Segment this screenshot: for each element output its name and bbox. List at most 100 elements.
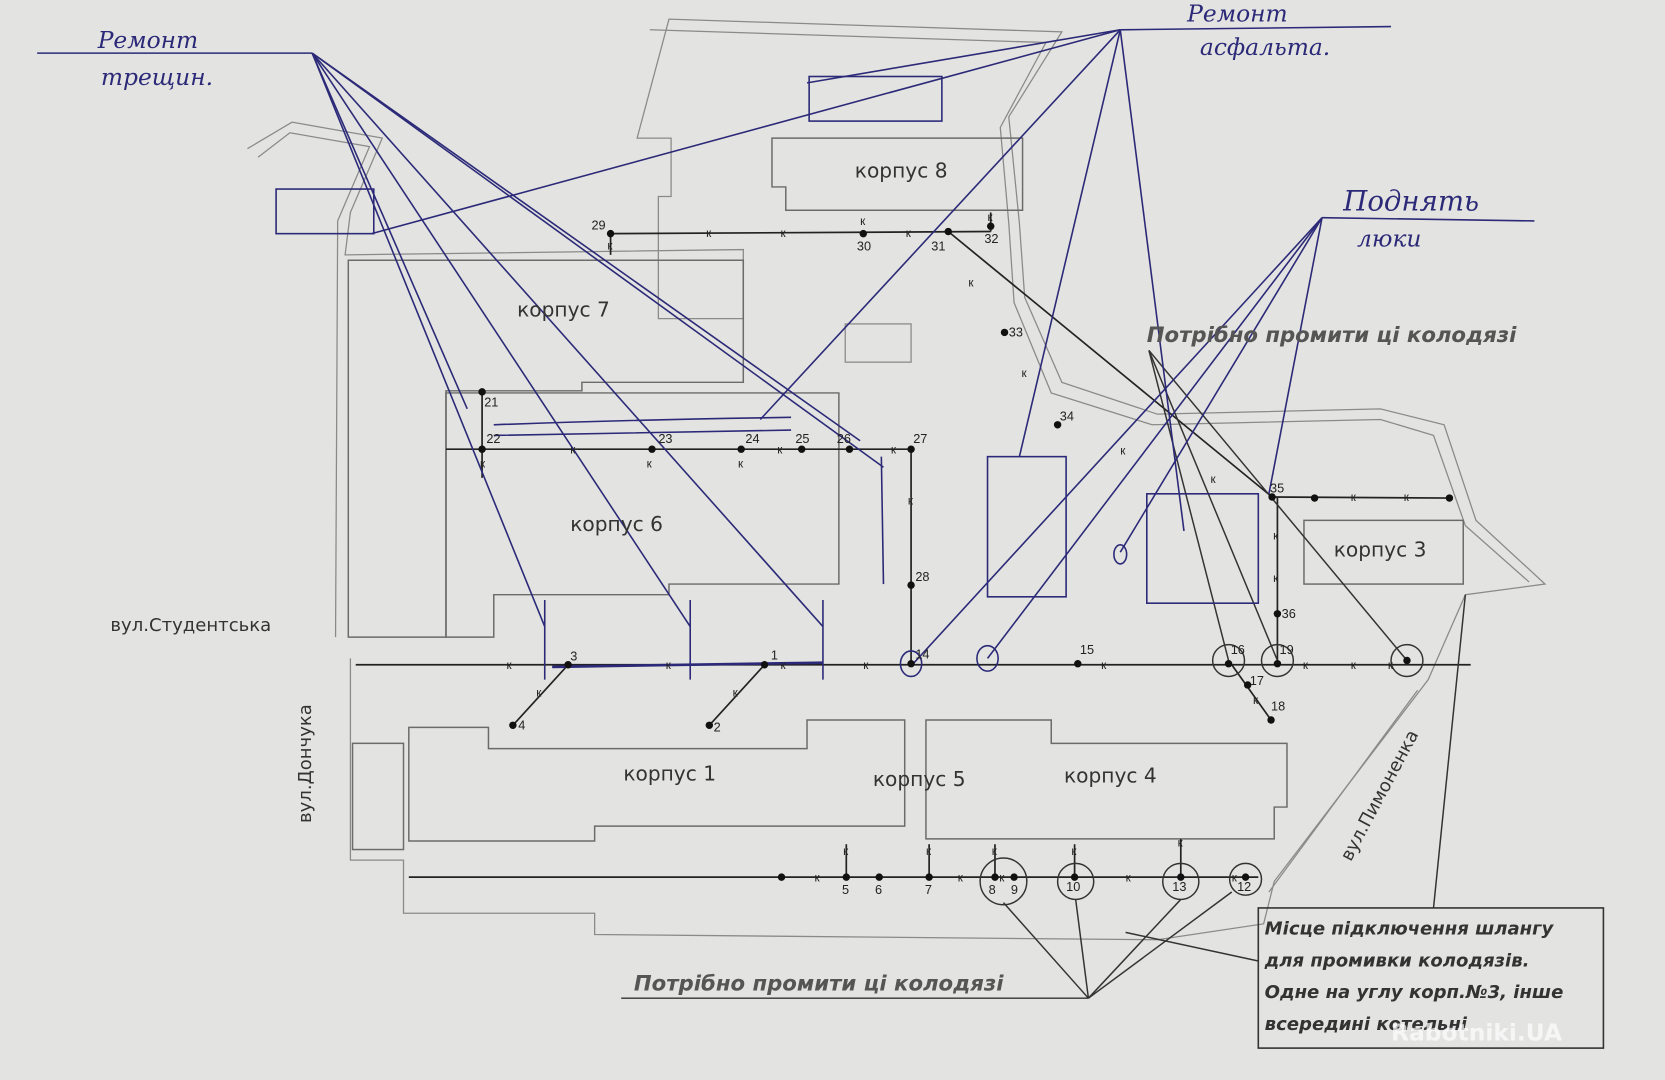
valve-mark: к [570, 443, 576, 456]
well-number: 32 [984, 231, 998, 246]
valve-mark: к [1351, 659, 1357, 672]
valve-mark: к [536, 687, 542, 700]
handwritten-note: трещин. [101, 63, 213, 91]
buildings [347, 137, 1464, 851]
building-label: корпус 3 [1334, 537, 1427, 561]
handwritten-note: Поднять [1342, 184, 1479, 217]
valve-mark: к [1126, 871, 1132, 884]
well-number: 29 [591, 217, 605, 232]
well-node [842, 873, 851, 881]
valve-mark: к [992, 845, 998, 858]
well-number: 14 [915, 646, 929, 661]
street-label: вул.Дончука [295, 704, 316, 823]
well-node [1403, 656, 1411, 665]
valve-mark: к [607, 240, 613, 253]
valve-mark: к [1303, 659, 1309, 672]
well-number: 17 [1250, 673, 1264, 688]
well-node [1267, 716, 1275, 724]
wash-note-bottom: Потрібно промити ці колодязі [634, 972, 1004, 997]
valve-mark: к [1232, 871, 1238, 884]
hose-note-line: Одне на углу корп.№3, інше [1265, 982, 1564, 1003]
valve-mark: к [706, 227, 712, 240]
well-node [859, 229, 868, 238]
valve-mark: к [780, 227, 786, 240]
well-number: 12 [1237, 879, 1251, 894]
well-number: 27 [913, 431, 927, 446]
well-number: 21 [484, 395, 498, 410]
well-number: 15 [1080, 642, 1094, 657]
valve-mark: к [860, 215, 866, 228]
well-node [925, 873, 933, 881]
valve-mark: к [738, 457, 744, 470]
well-number: 24 [745, 431, 759, 446]
well-number: 16 [1231, 642, 1245, 657]
well-number: 23 [658, 431, 672, 446]
building-4 [925, 719, 1288, 840]
well-node [564, 661, 572, 669]
well-number: 19 [1280, 642, 1294, 657]
well-node [907, 445, 915, 453]
well-node [875, 873, 883, 881]
building-label: корпус 8 [855, 158, 948, 182]
valve-mark: к [507, 659, 513, 672]
well-node [944, 227, 952, 236]
well-number: 35 [1270, 481, 1284, 496]
well-number: 5 [842, 882, 849, 897]
well-node [1273, 610, 1282, 618]
valve-mark: к [906, 227, 912, 240]
valve-mark: к [999, 871, 1005, 884]
valve-mark: к [988, 211, 994, 224]
well-number: 36 [1282, 606, 1296, 621]
valve-mark: к [1273, 529, 1279, 542]
hose-note-line: Місце підключення шлангу [1265, 918, 1555, 939]
handwritten-note: люки [1357, 224, 1421, 252]
well-node [1445, 494, 1454, 502]
valve-mark: к [843, 845, 849, 858]
well-node [1053, 421, 1062, 429]
well-number: 25 [795, 431, 809, 446]
well-number: 9 [1011, 882, 1018, 897]
well-number: 33 [1009, 325, 1023, 340]
building-label: корпус 6 [570, 512, 663, 536]
valve-mark: к [1178, 836, 1184, 849]
valve-mark: к [1211, 473, 1217, 486]
well-node [606, 229, 615, 238]
well-node [1268, 493, 1276, 501]
hose-note-line: всередині котельні [1265, 1014, 1468, 1035]
well-number: 26 [837, 431, 851, 446]
valve-mark: к [1273, 572, 1279, 585]
building-7 [347, 259, 745, 638]
hose-note-line: для промивки колодязів. [1264, 950, 1530, 971]
valve-mark: к [1253, 694, 1259, 707]
well-number: 31 [931, 239, 945, 254]
well-node [1010, 873, 1018, 881]
well-node [509, 721, 517, 730]
handwritten-note: асфальта. [1200, 33, 1330, 61]
well-number: 8 [989, 882, 996, 897]
well-number: 7 [925, 882, 932, 897]
building-label: корпус 1 [623, 762, 716, 786]
valve-mark: к [1022, 367, 1028, 380]
well-number: 4 [518, 718, 525, 733]
well-number: 18 [1271, 698, 1285, 713]
pen-markings [37, 25, 1535, 680]
valve-mark: к [1071, 845, 1077, 858]
well-number: 1 [771, 647, 778, 662]
valve-mark: к [891, 443, 897, 456]
well-node [1243, 681, 1252, 689]
watermark: Rabotniki.UA [1391, 1019, 1562, 1047]
valve-mark: к [1388, 659, 1394, 672]
building-1 [408, 719, 906, 842]
street-label: вул.Пимоненка [1337, 727, 1424, 865]
well-node [1241, 873, 1250, 881]
handwritten-note: Ремонт [1186, 0, 1288, 27]
valve-mark: к [780, 659, 786, 672]
handwritten-note: Ремонт [97, 26, 199, 54]
well-node [1074, 659, 1082, 668]
well-node [907, 659, 915, 668]
well-number: 6 [875, 882, 882, 897]
valve-mark: к [908, 494, 914, 507]
